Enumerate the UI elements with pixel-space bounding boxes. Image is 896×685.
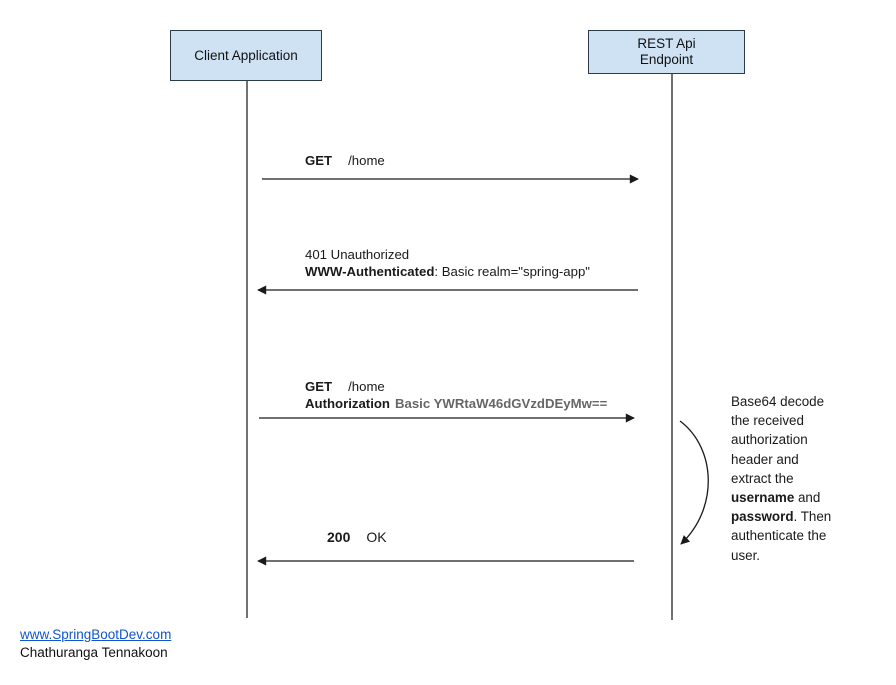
http-method: GET bbox=[305, 153, 333, 168]
self-process-curved-arrow bbox=[679, 420, 709, 545]
actor-client-label: Client Application bbox=[194, 47, 298, 63]
status-code: 200 bbox=[327, 529, 351, 545]
request-line: GET/home bbox=[305, 379, 607, 396]
header-value: : Basic realm="spring-app" bbox=[434, 263, 590, 279]
www-authenticated-header: WWW-Authenticated: Basic realm="spring-a… bbox=[305, 264, 590, 281]
note-line: extract the bbox=[731, 470, 794, 486]
note-line: Base64 decode bbox=[731, 394, 825, 409]
note-line: username and bbox=[731, 490, 821, 506]
header-value-base64: Basic YWRtaW46dGVzdDEyMw== bbox=[394, 395, 608, 411]
message-label-401: 401 Unauthorized WWW-Authenticated: Basi… bbox=[305, 247, 590, 280]
http-path: /home bbox=[348, 153, 385, 168]
springbootdev-link[interactable]: www.SpringBootDev.com bbox=[20, 627, 172, 642]
status-line: 401 Unauthorized bbox=[305, 247, 410, 262]
http-path: /home bbox=[348, 379, 385, 394]
status-text: OK bbox=[366, 529, 387, 545]
message-label-get-home: GET/home bbox=[305, 153, 385, 170]
note-line: authenticate the bbox=[731, 528, 827, 544]
actor-rest-api-endpoint: REST Api Endpoint bbox=[588, 30, 745, 74]
note-line: authorization bbox=[731, 432, 808, 448]
note-line: user. bbox=[731, 547, 761, 563]
note-line: the received bbox=[731, 413, 804, 429]
base64-decode-note: Base64 decode the received authorization… bbox=[731, 392, 871, 565]
http-method: GET bbox=[305, 379, 333, 394]
header-name: WWW-Authenticated bbox=[305, 263, 435, 279]
header-name: Authorization bbox=[305, 395, 390, 411]
note-line: header and bbox=[731, 451, 799, 467]
note-line: password. Then bbox=[731, 509, 832, 525]
actor-client-application: Client Application bbox=[170, 30, 322, 81]
author-name: Chathuranga Tennakoon bbox=[20, 645, 168, 660]
actor-server-label: REST Api Endpoint bbox=[637, 36, 696, 67]
message-label-200-ok: 200 OK bbox=[327, 529, 387, 546]
footer-credit: www.SpringBootDev.com Chathuranga Tennak… bbox=[20, 626, 171, 662]
